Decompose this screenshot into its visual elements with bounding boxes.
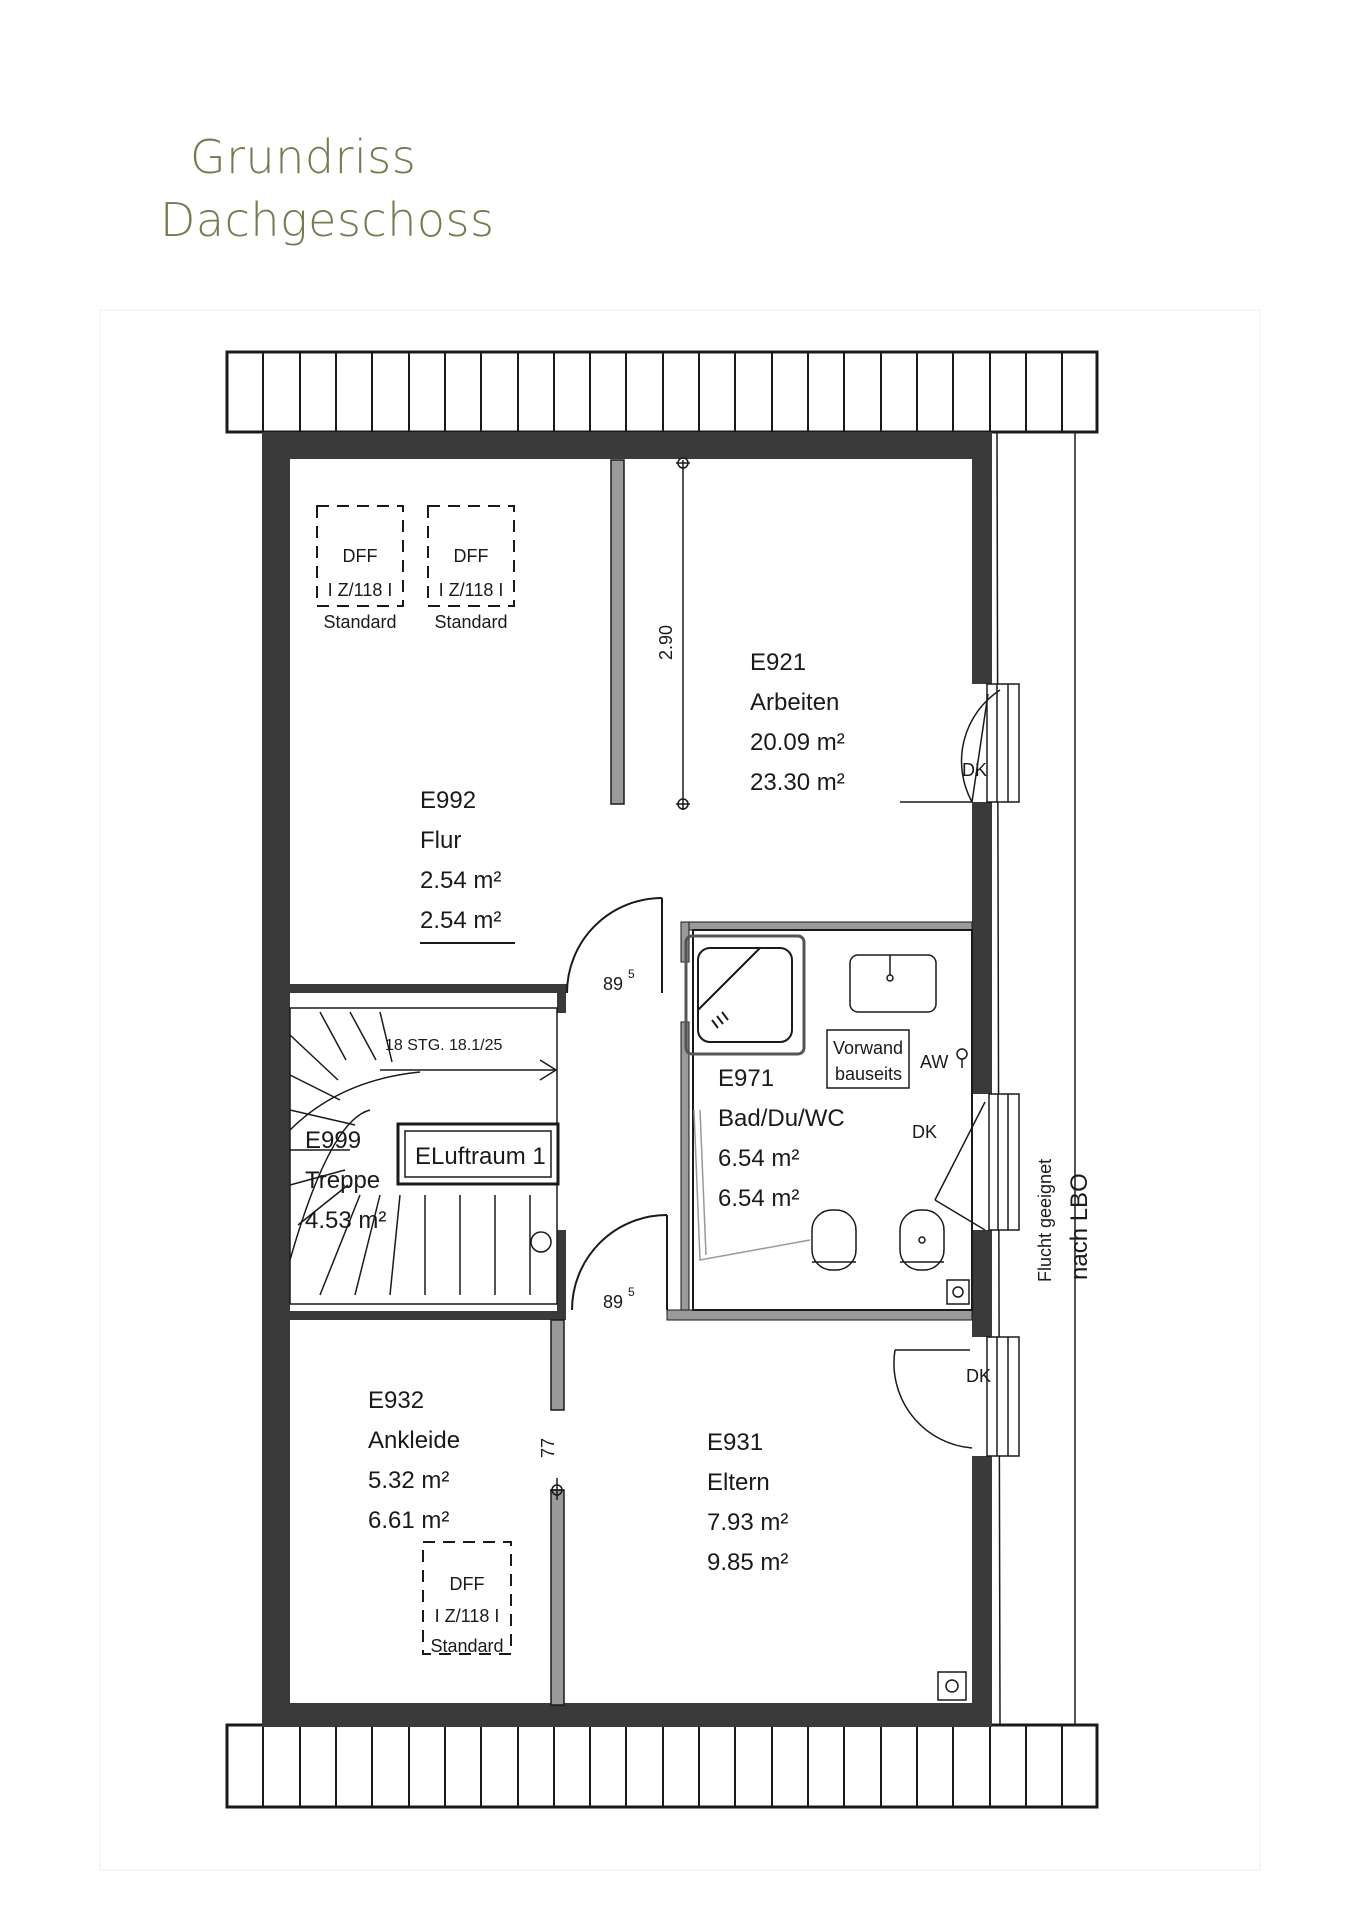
door-bottom-width: 89 (603, 1292, 623, 1312)
room-treppe-id: E999 (305, 1127, 361, 1154)
aw-label: AW (920, 1052, 948, 1072)
door-bottom-width-sup: 5 (628, 1285, 635, 1299)
window-arbeiten-dk: DK (962, 760, 987, 780)
room-ankleide-id: E932 (368, 1387, 424, 1414)
room-ankleide: E932 Ankleide 5.32 m² 6.61 m² (368, 1387, 460, 1534)
skylight-3: DFF I Z/118 I Standard (422, 1541, 512, 1656)
window-eltern (893, 1336, 1020, 1457)
stairs-label: 18 STG. 18.1/25 (385, 1037, 503, 1054)
skylight-2-line3: Standard (434, 612, 507, 632)
toilet-2 (899, 1209, 945, 1271)
skylight-1-line1: DFF (343, 546, 378, 566)
room-flur-id: E992 (420, 787, 476, 814)
skylight-3-line2: I Z/118 I (435, 1606, 500, 1626)
bath-corner-square (946, 1279, 970, 1305)
exterior-walls (262, 432, 992, 1727)
window-bad-dk: DK (912, 1122, 937, 1142)
eltern-corner-fixture (937, 1671, 967, 1701)
aw-icon (956, 1048, 968, 1068)
room-bad-name: Bad/Du/WC (718, 1105, 845, 1132)
room-flur-area1: 2.54 m² (420, 867, 501, 894)
toilet-1 (811, 1209, 857, 1271)
skylight-1: DFF I Z/118 I Standard (316, 505, 404, 632)
interior-walls (290, 984, 567, 1320)
room-eltern-area2: 9.85 m² (707, 1549, 788, 1576)
dimension-line-290 (676, 457, 690, 810)
room-ankleide-name: Ankleide (368, 1427, 460, 1454)
room-treppe: E999 Treppe 4.53 m² (305, 1127, 386, 1234)
title-line-2: Dachgeschoss (160, 193, 495, 248)
luftraum-label: ELuftraum 1 (415, 1143, 546, 1170)
bathroom-walls (666, 921, 973, 1321)
flucht-label-line1: Flucht geeignet (1035, 1159, 1055, 1282)
room-arbeiten-id: E921 (750, 649, 806, 676)
room-flur: E992 Flur 2.54 m² 2.54 m² (420, 787, 515, 944)
roof-eave-bottom (225, 1723, 1099, 1809)
flucht-label-line2: nach LBO (1066, 1173, 1093, 1280)
vorwand-line1: Vorwand (833, 1038, 903, 1058)
drawing-sheet-boundary (99, 309, 1261, 1871)
room-bad: E971 Bad/Du/WC 6.54 m² 6.54 m² (718, 1065, 845, 1212)
room-arbeiten-name: Arbeiten (750, 689, 839, 716)
dimension-290-label: 2.90 (656, 625, 676, 660)
right-boundary-lines (992, 431, 1097, 1726)
luftraum-box: ELuftraum 1 (396, 1122, 560, 1186)
dimension-77-label: 77 (538, 1438, 558, 1458)
room-arbeiten: E921 Arbeiten 20.09 m² 23.30 m² (750, 649, 845, 796)
room-ankleide-area1: 5.32 m² (368, 1467, 449, 1494)
dimension-line-77 (550, 1478, 564, 1500)
room-arbeiten-area1: 20.09 m² (750, 729, 845, 756)
room-flur-name: Flur (420, 827, 461, 854)
room-bad-area2: 6.54 m² (718, 1185, 799, 1212)
room-eltern-name: Eltern (707, 1469, 770, 1496)
window-arbeiten (900, 683, 1020, 803)
door-flur (566, 897, 663, 994)
room-eltern-id: E931 (707, 1429, 763, 1456)
room-bad-area1: 6.54 m² (718, 1145, 799, 1172)
room-bad-id: E971 (718, 1065, 774, 1092)
skylight-2-line1: DFF (454, 546, 489, 566)
room-eltern: E931 Eltern 7.93 m² 9.85 m² (707, 1429, 788, 1576)
partition-walls (550, 459, 625, 1706)
door-top-width: 89 (603, 974, 623, 994)
skylight-1-line2: I Z/118 I (328, 580, 393, 600)
shower-glass (693, 1109, 811, 1261)
washbasin (849, 954, 937, 1013)
skylight-1-line3: Standard (323, 612, 396, 632)
page-title: Grundriss Dachgeschoss (160, 130, 494, 248)
title-line-1: Grundriss (190, 130, 417, 184)
window-eltern-dk: DK (966, 1366, 991, 1386)
vorwand-line2: bauseits (835, 1064, 902, 1084)
room-eltern-area1: 7.93 m² (707, 1509, 788, 1536)
skylight-2-line2: I Z/118 I (439, 580, 504, 600)
room-ankleide-area2: 6.61 m² (368, 1507, 449, 1534)
skylight-3-line1: DFF (450, 1574, 485, 1594)
skylight-2: DFF I Z/118 I Standard (427, 505, 515, 632)
room-treppe-name: Treppe (305, 1167, 380, 1194)
room-treppe-area1: 4.53 m² (305, 1207, 386, 1234)
door-top-width-sup: 5 (628, 967, 635, 981)
window-bad (934, 1093, 1020, 1231)
room-flur-area2: 2.54 m² (420, 907, 501, 934)
vorwand-box: Vorwand bauseits (826, 1029, 910, 1089)
roof-eave-top (225, 350, 1099, 434)
skylight-3-line3: Standard (430, 1636, 503, 1656)
room-arbeiten-area2: 23.30 m² (750, 769, 845, 796)
door-hall-lower (571, 1214, 668, 1311)
shower-tray (684, 934, 806, 1056)
